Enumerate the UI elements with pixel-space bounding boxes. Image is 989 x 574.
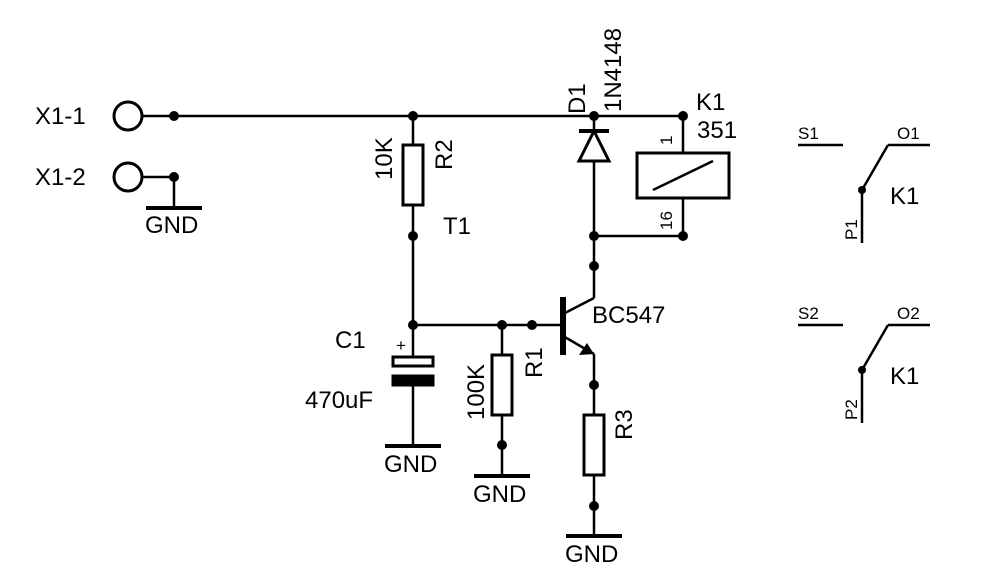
t1-name: T1 (443, 213, 471, 240)
c1-value: 470uF (305, 387, 373, 414)
k1-pin1: 1 (657, 136, 676, 145)
terminal-x1-1: X1-1 (35, 100, 144, 132)
switch2-s: S2 (798, 304, 819, 323)
capacitor-c1: + C1 470uF GND (305, 325, 441, 478)
gnd-label: GND (145, 212, 198, 239)
relay-k1-coil: 1 16 K1 351 (589, 89, 737, 241)
terminal-x1-2-label: X1-2 (35, 164, 86, 191)
r1-value: 100K (463, 364, 490, 420)
c1-name: C1 (335, 327, 366, 354)
resistor-r3: R3 GND (565, 354, 638, 568)
switch1-k: K1 (890, 183, 919, 210)
k1-name: K1 (696, 89, 725, 116)
terminal-x1-1-label: X1-1 (35, 103, 86, 130)
d1-value: 1N4148 (600, 28, 627, 112)
c1-polarity: + (396, 336, 406, 355)
diode-d1: D1 1N4148 (564, 28, 627, 266)
transistor-t1: BC547 (560, 261, 665, 356)
r3-name: R3 (611, 409, 638, 440)
k1-pin16: 16 (657, 211, 676, 230)
x1-2-ground: GND (142, 172, 202, 239)
switch2-o: O2 (897, 304, 920, 323)
t1-value: BC547 (592, 302, 665, 329)
switch1-p: P1 (842, 219, 861, 240)
switch2-k: K1 (890, 363, 919, 390)
k1-value: 351 (697, 117, 737, 144)
switch2-p: P2 (842, 399, 861, 420)
r2-name: R2 (431, 139, 458, 170)
gnd-label: GND (473, 481, 526, 508)
switch1-s: S1 (798, 124, 819, 143)
relay-switch-1: S1 O1 P1 K1 (798, 124, 930, 243)
base-node (408, 320, 560, 330)
r2-value: 10K (371, 137, 398, 180)
terminal-x1-2: X1-2 (35, 161, 144, 193)
gnd-label: GND (565, 541, 618, 568)
switch1-o: O1 (897, 124, 920, 143)
d1-name: D1 (564, 83, 591, 114)
resistor-r1: 100K R1 GND (463, 325, 548, 508)
r1-name: R1 (521, 347, 548, 378)
resistor-r2: 10K R2 (371, 116, 458, 325)
gnd-label: GND (384, 451, 437, 478)
relay-switch-2: S2 O2 P2 K1 (798, 304, 930, 423)
